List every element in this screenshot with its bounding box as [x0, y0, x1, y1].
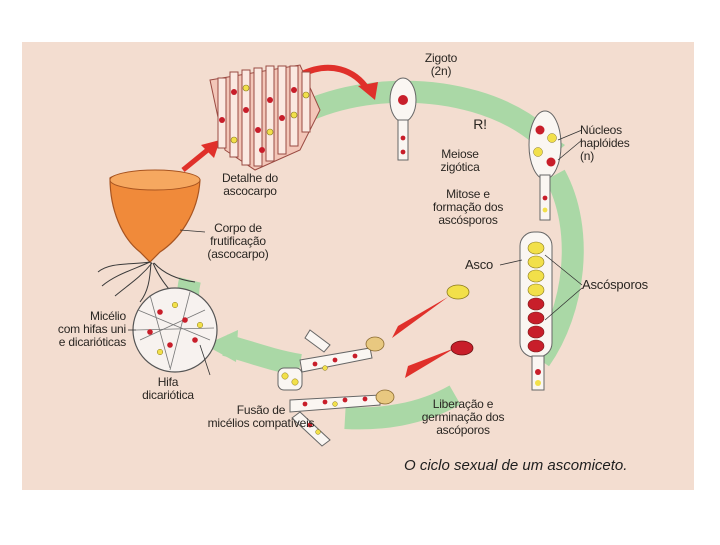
label-fusao: Fusão de micélios compatíveis — [186, 404, 336, 430]
label-ri: R! — [468, 118, 492, 131]
label-corpo: Corpo de frutificação (ascocarpo) — [198, 222, 278, 261]
released-spore-yellow — [447, 285, 469, 299]
label-ascosporos: Ascósporos — [582, 278, 672, 291]
released-spore-red — [451, 341, 473, 355]
label-detalhe: Detalhe do ascocarpo — [205, 172, 295, 198]
label-meiose: Meiose zigótica — [425, 148, 495, 174]
label-zigoto: Zigoto (2n) — [416, 52, 466, 78]
label-nucleos: Núcleos haplóides (n) — [580, 124, 660, 163]
label-micelio: Micélio com hifas uni e dicarióticas — [30, 310, 126, 349]
label-liberacao: Liberação e germinação dos ascóporos — [408, 398, 518, 437]
label-mitose: Mitose e formação dos ascósporos — [418, 188, 518, 227]
label-hifa: Hifa dicariótica — [128, 376, 208, 402]
label-asco: Asco — [458, 258, 500, 271]
figure-caption: O ciclo sexual de um ascomiceto. — [404, 457, 704, 474]
